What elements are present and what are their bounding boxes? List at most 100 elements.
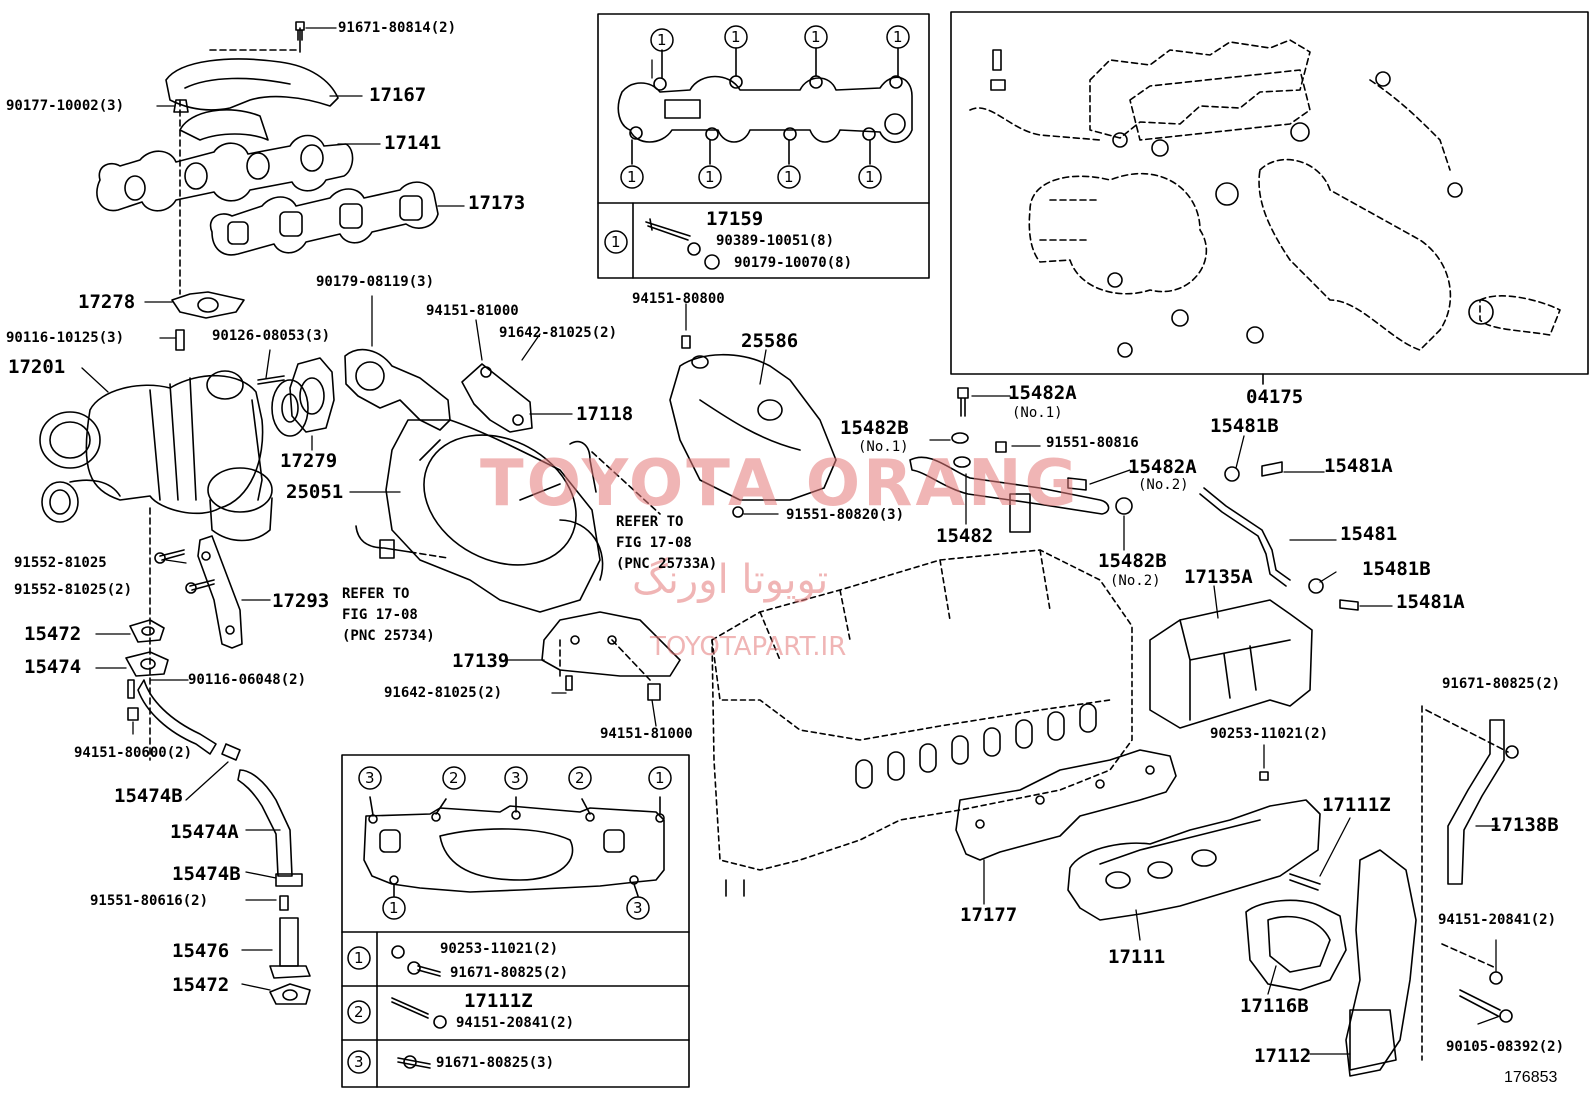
- part-label[interactable]: 94151-81000: [600, 726, 693, 742]
- part-label[interactable]: 94151-80600(2): [74, 745, 193, 761]
- part-label[interactable]: 94151-80800: [632, 291, 725, 307]
- part-label[interactable]: 15472: [172, 974, 230, 996]
- callout-key: 1: [657, 31, 667, 49]
- pipe-17138B: [1447, 719, 1505, 885]
- hose-15474A: [237, 769, 293, 877]
- part-label[interactable]: 15481A: [1324, 455, 1393, 477]
- part-label[interactable]: 90105-08392(2): [1446, 1039, 1565, 1055]
- part-label[interactable]: 04175: [1246, 386, 1304, 408]
- inset-top-part[interactable]: 90179-10070(8): [734, 255, 853, 271]
- part-label[interactable]: 15482A: [1128, 456, 1197, 478]
- inset-top-key-icons: [645, 218, 720, 270]
- part-label[interactable]: 17111: [1108, 946, 1166, 968]
- throttle-body-17112: [1345, 849, 1417, 1077]
- part-label[interactable]: 90116-10125(3): [6, 330, 125, 346]
- part-label[interactable]: 17135A: [1184, 566, 1253, 588]
- callout-circles: [347, 25, 910, 1074]
- intake-manifold-17111: [1067, 799, 1321, 921]
- part-label[interactable]: 91551-80816: [1046, 435, 1139, 451]
- part-label-note: (No.2): [1110, 573, 1161, 589]
- part-label[interactable]: 17293: [272, 590, 330, 612]
- part-label[interactable]: 15481: [1340, 523, 1398, 545]
- part-label[interactable]: 15481B: [1210, 415, 1279, 437]
- callout-key: 2: [575, 769, 585, 787]
- part-label[interactable]: 17138B: [1490, 814, 1559, 836]
- part-label[interactable]: 90177-10002(3): [6, 98, 125, 114]
- part-label[interactable]: 15474B: [172, 863, 241, 885]
- callout-key: 2: [449, 769, 459, 787]
- figure-number: 176853: [1504, 1069, 1558, 1086]
- part-label[interactable]: 15472: [24, 623, 82, 645]
- part-label[interactable]: 91671-80825(2): [1442, 676, 1561, 692]
- inset-bottom-part[interactable]: 91671-80825(3): [436, 1055, 555, 1071]
- part-label[interactable]: 25051: [286, 481, 344, 503]
- part-label[interactable]: 91552-81025: [14, 555, 107, 571]
- part-label[interactable]: 17139: [452, 650, 510, 672]
- part-label[interactable]: 17167: [369, 84, 427, 106]
- part-label[interactable]: 15482B: [1098, 550, 1167, 572]
- callout-key: 3: [633, 899, 643, 917]
- part-label[interactable]: 17141: [384, 132, 442, 154]
- part-label[interactable]: 17201: [8, 356, 66, 378]
- part-label[interactable]: 15482B: [840, 417, 909, 439]
- inset-bottom-part[interactable]: 90253-11021(2): [440, 941, 559, 957]
- part-label[interactable]: 91642-81025(2): [384, 685, 503, 701]
- inset-bottom-frame: [341, 754, 690, 1088]
- part-label[interactable]: 17278: [78, 291, 136, 313]
- flange-15474: [125, 651, 169, 677]
- bracket-17293: [197, 535, 243, 649]
- inset-top-part[interactable]: 17159: [706, 208, 764, 230]
- part-label[interactable]: 15476: [172, 940, 230, 962]
- part-label[interactable]: 90253-11021(2): [1210, 726, 1329, 742]
- inset-bottom-part[interactable]: 17111Z: [464, 990, 533, 1012]
- part-label[interactable]: 90116-06048(2): [188, 672, 307, 688]
- tube-15481: [1199, 466, 1324, 594]
- gasket-17177: [955, 749, 1177, 861]
- part-label[interactable]: 91671-80814(2): [338, 20, 457, 36]
- part-label[interactable]: 91642-81025(2): [499, 325, 618, 341]
- part-label[interactable]: 25586: [741, 330, 799, 352]
- tube-15482: [909, 456, 1110, 533]
- part-label-note: (No.1): [858, 439, 909, 455]
- part-label[interactable]: 15474B: [114, 785, 183, 807]
- bolts-left: [173, 21, 305, 385]
- part-label[interactable]: 15474: [24, 656, 82, 678]
- oil-return-pipe: [127, 679, 241, 761]
- callout-key: 1: [627, 168, 637, 186]
- watermark-brand: TOYOTA ORANG: [480, 447, 1081, 521]
- part-label[interactable]: 17112: [1254, 1045, 1312, 1067]
- insulator-17135A: [1149, 599, 1313, 729]
- part-label[interactable]: 91551-80616(2): [90, 893, 209, 909]
- gasket-17279: [289, 357, 335, 433]
- part-label[interactable]: 90179-08119(3): [316, 274, 435, 290]
- callout-key: 1: [705, 168, 715, 186]
- part-label[interactable]: 91551-80820(3): [786, 507, 905, 523]
- part-label[interactable]: 15481A: [1396, 591, 1465, 613]
- part-label[interactable]: 90126-08053(3): [212, 328, 331, 344]
- part-label[interactable]: 94151-81000: [426, 303, 519, 319]
- inset-bottom-part[interactable]: 91671-80825(2): [450, 965, 569, 981]
- part-label[interactable]: 15481B: [1362, 558, 1431, 580]
- part-label[interactable]: 15482A: [1008, 382, 1077, 404]
- inset-top-part[interactable]: 90389-10051(8): [716, 233, 835, 249]
- part-label[interactable]: 15482: [936, 525, 994, 547]
- watermark-site: TOYOTAPART.IR: [650, 632, 847, 662]
- part-label[interactable]: 15474A: [170, 821, 239, 843]
- inset-bottom-part[interactable]: 94151-20841(2): [456, 1015, 575, 1031]
- part-label[interactable]: 17118: [576, 403, 634, 425]
- part-label[interactable]: 17177: [960, 904, 1018, 926]
- part-label[interactable]: 94151-20841(2): [1438, 912, 1557, 928]
- heat-insulator-17167: [165, 27, 339, 111]
- callout-key: 2: [354, 1003, 364, 1021]
- part-label[interactable]: 17173: [468, 192, 526, 214]
- gasket-17116B: [1245, 899, 1347, 991]
- part-label[interactable]: 17279: [280, 450, 338, 472]
- gasket-15472-upper: [129, 619, 165, 643]
- callout-key: 3: [354, 1053, 364, 1071]
- part-label[interactable]: 91552-81025(2): [14, 582, 133, 598]
- part-label[interactable]: 17116B: [1240, 995, 1309, 1017]
- leader-lines: [81, 27, 1501, 1055]
- part-label[interactable]: 17111Z: [1322, 794, 1391, 816]
